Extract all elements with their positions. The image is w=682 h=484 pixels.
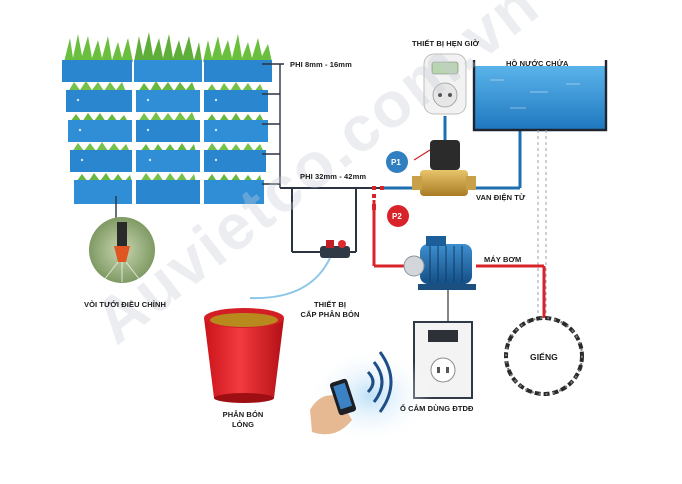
fertilizer-bucket	[204, 308, 284, 403]
red-dashes	[372, 186, 384, 210]
fertilizer-injector	[249, 240, 350, 300]
label-phi-large: PHI 32mm - 42mm	[300, 172, 367, 181]
planter-row-4	[70, 142, 266, 172]
label-socket: Ổ CẮM DÙNG ĐTDĐ	[400, 404, 474, 413]
planter-row-2	[66, 81, 268, 112]
label-bucket-line1: PHÂN BÓN	[222, 410, 264, 419]
main-pipe	[280, 187, 382, 253]
phone-remote	[308, 348, 432, 444]
label-phi-small: PHI 8mm - 16mm	[290, 60, 352, 69]
grass-top	[64, 32, 272, 62]
nozzle-illustration	[89, 217, 155, 283]
planter-row-3	[68, 112, 268, 142]
label-pump: MÁY BƠM	[484, 255, 522, 264]
label-p1: P1	[391, 158, 401, 167]
label-solenoid: VAN ĐIỆN TỪ	[476, 193, 526, 202]
label-tank: HỒ NƯỚC CHỨA	[506, 59, 569, 68]
small-pipes	[115, 63, 284, 220]
p1-badge	[386, 151, 408, 173]
planter-wall	[62, 32, 272, 204]
label-bucket-line2: LỎNG	[231, 420, 255, 429]
label-well: GIẾNG	[530, 352, 558, 362]
well	[504, 316, 584, 396]
solenoid-valve	[412, 140, 476, 196]
pump	[403, 236, 476, 334]
water-tank	[472, 60, 608, 320]
label-timer: THIẾT BỊ HẸN GIỜ	[412, 39, 480, 48]
planter-row-5	[74, 173, 264, 204]
label-injector-line2: CẤP PHÂN BÓN	[300, 310, 360, 319]
label-injector-line1: THIẾT BỊ	[313, 300, 347, 309]
label-nozzle: VÒI TƯỚI ĐIỀU CHỈNH	[84, 300, 167, 309]
planter-row-1	[62, 60, 272, 82]
timer-device	[423, 53, 467, 115]
label-p2: P2	[392, 212, 402, 221]
p2-badge	[387, 205, 409, 227]
